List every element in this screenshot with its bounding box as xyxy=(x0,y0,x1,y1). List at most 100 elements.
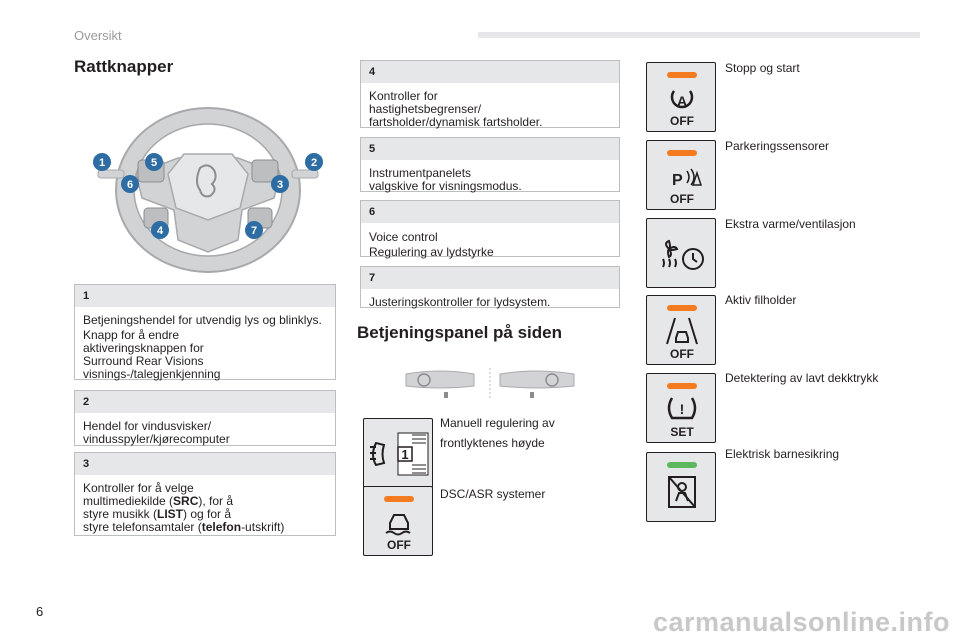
label-lane-keep: Aktiv filholder xyxy=(725,293,797,307)
label-park-sensor: Parkeringssensorer xyxy=(725,139,830,153)
info-box-number: 2 xyxy=(75,391,335,413)
svg-text:A: A xyxy=(677,93,687,109)
text-bold: SRC xyxy=(173,494,199,508)
child-lock-icon xyxy=(668,476,696,508)
info-box-4: 4 Kontroller for hastighetsbegrenser/ fa… xyxy=(360,60,620,129)
callout-5: 5 xyxy=(151,157,157,169)
dsc-off-icon xyxy=(385,514,411,536)
callout-4: 4 xyxy=(157,225,164,237)
text-run: ), for å xyxy=(198,494,234,508)
text-line: multimediekilde (SRC), for å xyxy=(83,495,327,508)
text-line: aktiveringsknappen for xyxy=(83,341,204,355)
text-line: Manuell regulering av xyxy=(440,416,555,430)
text-line: Hendel for vindusvisker/ xyxy=(83,419,212,433)
lane-keep-button[interactable]: OFF xyxy=(646,295,716,365)
text-line: Kontroller for å velge xyxy=(83,481,194,495)
indicator-led xyxy=(667,305,697,311)
text-line: Kontroller for xyxy=(369,89,438,103)
tyre-pressure-button[interactable]: ! SET xyxy=(646,373,716,443)
watermark: carmanualsonline.info xyxy=(652,607,950,637)
off-label: OFF xyxy=(670,192,694,206)
stop-start-button[interactable]: A OFF xyxy=(646,62,716,132)
info-box-text: Voice control Regulering av lydstyrke xyxy=(361,223,619,266)
dsc-off-button[interactable]: OFF xyxy=(363,486,433,556)
info-box-text: Instrumentpanelets valgskive for visning… xyxy=(361,160,619,199)
aux-heating-button[interactable] xyxy=(646,218,716,288)
text-line: valgskive for visningsmodus. xyxy=(369,179,522,193)
tyre-pressure-icon: ! xyxy=(667,397,697,420)
text-line: Instrumentpanelets xyxy=(369,166,472,180)
text-line: Betjeningshendel for utvendig lys og bli… xyxy=(83,313,322,327)
stop-start-icon: A xyxy=(670,90,694,109)
text-bold: LIST xyxy=(157,507,184,521)
label-aux-heating: Ekstra varme/ventilasjon xyxy=(725,217,856,231)
indicator-led xyxy=(667,462,697,468)
indicator-led xyxy=(667,150,697,156)
side-panel-illustration xyxy=(400,366,580,400)
text-bold: telefon xyxy=(201,520,242,534)
info-box-number: 5 xyxy=(361,138,619,160)
off-label: OFF xyxy=(670,114,694,128)
info-box-7: 7 Justeringskontroller for lydsystem. xyxy=(360,266,620,309)
indicator-led xyxy=(667,383,697,389)
text-line: styre telefonsamtaler (telefon-utskrift) xyxy=(83,521,327,534)
label-headlamp-level: Manuell regulering av frontlyktenes høyd… xyxy=(440,413,555,453)
text-run: multimediekilde ( xyxy=(83,494,174,508)
text-line: vindusspyler/kjørecomputer xyxy=(83,432,230,446)
text-line: Surround Rear Visions xyxy=(83,354,204,368)
section-title-side-panel: Betjeningspanel på siden xyxy=(357,323,562,342)
info-box-text: Betjeningshendel for utvendig lys og bli… xyxy=(75,307,335,387)
text-run: ) og for å xyxy=(183,507,232,521)
label-tyre-pressure: Detektering av lavt dekktrykk xyxy=(725,371,879,385)
page-number: 6 xyxy=(36,604,44,619)
info-box-6: 6 Voice control Regulering av lydstyrke xyxy=(360,200,620,259)
callout-1: 1 xyxy=(99,157,105,169)
text-line: Voice control xyxy=(369,230,438,244)
text-line: styre musikk (LIST) og for å xyxy=(83,508,327,521)
callout-2: 2 xyxy=(311,157,317,169)
child-lock-button[interactable] xyxy=(646,452,716,522)
indicator-led xyxy=(667,72,697,78)
aux-heating-icon xyxy=(662,239,704,270)
label-dsc: DSC/ASR systemer xyxy=(440,487,546,501)
label-child-lock: Elektrisk barnesikring xyxy=(725,447,840,461)
text-line: Regulering av lydstyrke xyxy=(369,245,494,259)
callout-6: 6 xyxy=(127,179,133,191)
info-box-1: 1 Betjeningshendel for utvendig lys og b… xyxy=(74,284,336,381)
set-label: SET xyxy=(670,425,694,439)
text-run: styre telefonsamtaler ( xyxy=(83,520,202,534)
park-sensor-icon: P xyxy=(672,168,703,189)
text-run: -utskrift) xyxy=(241,520,285,534)
svg-text:P: P xyxy=(672,172,683,189)
info-box-number: 7 xyxy=(361,267,619,289)
info-box-number: 3 xyxy=(75,453,335,475)
info-box-text: Hendel for vindusvisker/ vindusspyler/kj… xyxy=(75,413,335,452)
section-header: Oversikt xyxy=(74,28,122,43)
callout-7: 7 xyxy=(251,225,257,237)
indicator-led xyxy=(384,496,414,502)
steering-wheel-illustration: 1 2 3 4 5 6 7 xyxy=(92,100,324,275)
label-stop-start: Stopp og start xyxy=(725,61,800,75)
info-box-text: Kontroller for å velge multimediekilde (… xyxy=(75,475,335,540)
text-run: styre musikk ( xyxy=(83,507,158,521)
level-digit: 1 xyxy=(401,447,408,462)
info-box-5: 5 Instrumentpanelets valgskive for visni… xyxy=(360,137,620,193)
text-line: visnings-/talegjenkjenning xyxy=(83,367,221,381)
text-line: Knapp for å endre xyxy=(83,328,180,342)
info-box-number: 4 xyxy=(361,61,619,83)
info-box-2: 2 Hendel for vindusvisker/ vindusspyler/… xyxy=(74,390,336,446)
section-title-rattknapper: Rattknapper xyxy=(74,57,174,76)
info-box-number: 6 xyxy=(361,201,619,223)
off-label: OFF xyxy=(387,538,411,552)
text-line: frontlyktenes høyde xyxy=(440,436,545,450)
park-sensor-button[interactable]: P OFF xyxy=(646,140,716,210)
info-box-number: 1 xyxy=(75,285,335,307)
headlamp-level-control[interactable]: 1 xyxy=(363,418,433,488)
text-line: fartsholder/dynamisk fartsholder. xyxy=(369,115,543,129)
text-line: Justeringskontroller for lydsystem. xyxy=(369,295,551,309)
text-line: hastighetsbegrenser/ xyxy=(369,102,482,116)
svg-text:!: ! xyxy=(680,401,685,417)
info-box-text: Kontroller for hastighetsbegrenser/ fart… xyxy=(361,83,619,135)
lane-keep-icon xyxy=(666,317,698,345)
callout-3: 3 xyxy=(277,179,283,191)
